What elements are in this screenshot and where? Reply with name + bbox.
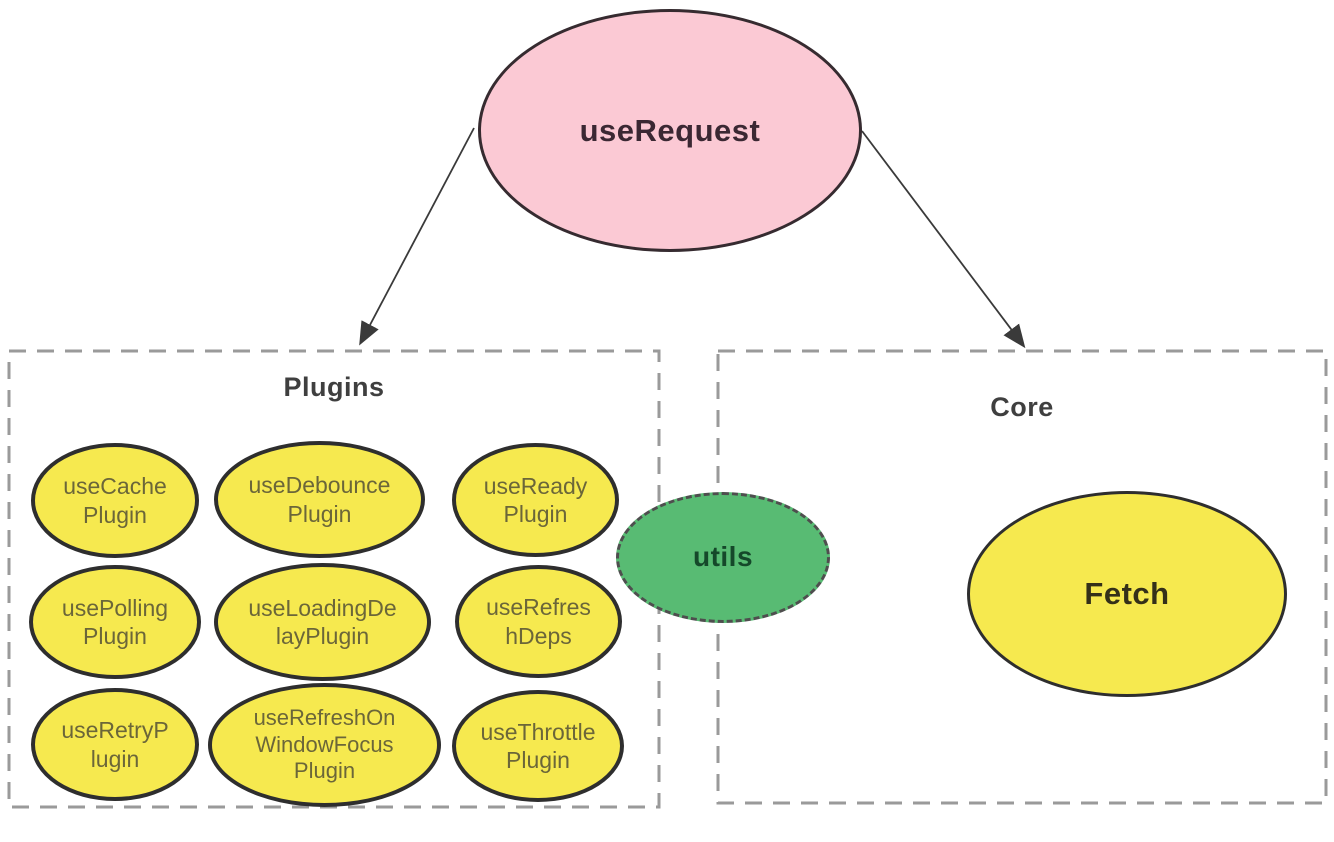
node-fetch: Fetch xyxy=(967,491,1287,697)
node-useloadingdelay-plugin: useLoadingDe layPlugin xyxy=(214,563,431,681)
node-usecache-plugin: useCache Plugin xyxy=(31,443,199,558)
node-useretry-plugin: useRetryP lugin xyxy=(31,688,199,801)
plugins-group-title: Plugins xyxy=(283,372,385,402)
arrow-userequest-to-plugins xyxy=(359,127,475,346)
node-utils: utils xyxy=(616,492,830,623)
node-userefreshdeps-plugin: useRefres hDeps xyxy=(455,565,622,678)
node-userefreshonwindowfocus-plugin: useRefreshOn WindowFocus Plugin xyxy=(208,683,441,807)
node-usethrottle-plugin: useThrottle Plugin xyxy=(452,690,624,802)
arrow-userequest-to-core xyxy=(861,130,1026,349)
node-usedebounce-plugin: useDebounce Plugin xyxy=(214,441,425,558)
core-group-title: Core xyxy=(990,392,1054,422)
node-useready-plugin: useReady Plugin xyxy=(452,443,619,557)
node-userequest: useRequest xyxy=(478,9,862,252)
node-usepolling-plugin: usePolling Plugin xyxy=(29,565,201,679)
